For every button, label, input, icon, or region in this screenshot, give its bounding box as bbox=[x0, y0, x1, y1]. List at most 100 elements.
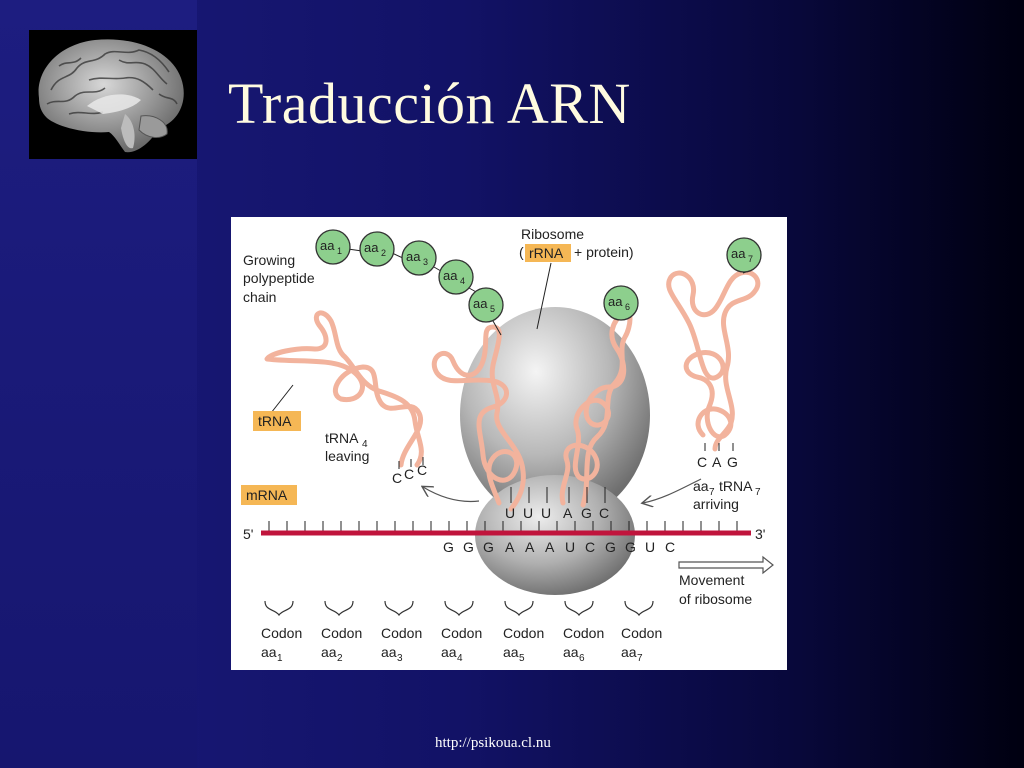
mrna-base-10: G bbox=[625, 539, 636, 555]
mrna-base-12: C bbox=[665, 539, 675, 555]
mrna-label-box bbox=[241, 485, 297, 505]
codon-7-aa: aa bbox=[621, 644, 637, 660]
codon-3-sub: 3 bbox=[397, 653, 403, 664]
aa4-label: aa bbox=[443, 268, 458, 283]
trna-a-site-strand bbox=[559, 309, 633, 508]
aa6-sub: 6 bbox=[625, 302, 630, 312]
movement-arrow bbox=[678, 555, 774, 575]
arriving-arrow bbox=[643, 478, 702, 503]
codon-6-aa: aa bbox=[563, 644, 579, 660]
growing-label-line2: polypeptide bbox=[243, 270, 315, 286]
movement-label-line1: Movement bbox=[679, 572, 744, 588]
protein-label: + protein) bbox=[574, 244, 634, 260]
aa6-label: aa bbox=[608, 294, 623, 309]
codon-7-sub: 7 bbox=[637, 653, 643, 664]
anticodon-3: U bbox=[541, 505, 551, 521]
three-prime-label: 3' bbox=[755, 526, 765, 542]
codon-5-sub: 5 bbox=[519, 653, 525, 664]
cag-2: A bbox=[712, 454, 722, 470]
trna-strands bbox=[264, 269, 761, 512]
aa7-trna7-aa-sub: 7 bbox=[709, 487, 715, 498]
page-title: Traducción ARN bbox=[228, 71, 631, 136]
ccc-3: C bbox=[417, 462, 427, 478]
aa5-sub: 5 bbox=[490, 304, 495, 314]
amino-acid-aa4: aa 4 bbox=[438, 259, 474, 295]
amino-acid-aa6: aa 6 bbox=[603, 285, 639, 321]
ccc-ticks bbox=[398, 457, 424, 469]
mrna-label: mRNA bbox=[246, 487, 288, 503]
ccc-2: C bbox=[404, 466, 414, 482]
codon-6-sub: 6 bbox=[579, 653, 585, 664]
ribosome-large-subunit bbox=[460, 307, 650, 523]
aa1-sub: 1 bbox=[337, 246, 342, 256]
aa2-sub: 2 bbox=[381, 248, 386, 258]
aa7-trna7-arriving: arriving bbox=[693, 496, 739, 512]
codon-2: Codon aa 2 bbox=[321, 625, 362, 664]
cag-ticks bbox=[704, 443, 734, 451]
footer-url: http://psikoua.cl.nu bbox=[435, 735, 551, 751]
cag-3: G bbox=[727, 454, 738, 470]
rrna-open-paren: ( bbox=[519, 244, 524, 260]
codon-3: Codon aa 3 bbox=[381, 625, 422, 664]
anticodon-5: G bbox=[581, 505, 592, 521]
amino-acid-aa3: aa 3 bbox=[401, 240, 437, 276]
codon-7-word: Codon bbox=[621, 625, 662, 641]
trna-pointer-line bbox=[270, 384, 294, 414]
mrna-base-1: G bbox=[443, 539, 454, 555]
codon-7: Codon aa 7 bbox=[621, 625, 662, 664]
codon-5-aa: aa bbox=[503, 644, 519, 660]
trna-label: tRNA bbox=[258, 413, 292, 429]
codon-3-word: Codon bbox=[381, 625, 422, 641]
codon-1-word: Codon bbox=[261, 625, 302, 641]
mrna-base-11: U bbox=[645, 539, 655, 555]
mrna-base-7: U bbox=[565, 539, 575, 555]
anticodon-4: A bbox=[563, 505, 573, 521]
movement-label-line2: of ribosome bbox=[679, 591, 752, 607]
codon-4-sub: 4 bbox=[457, 653, 463, 664]
aa1-label: aa bbox=[320, 238, 335, 253]
codon-2-word: Codon bbox=[321, 625, 362, 641]
aa5-label: aa bbox=[473, 296, 488, 311]
codon-1-aa: aa bbox=[261, 644, 277, 660]
mrna-base-4: A bbox=[505, 539, 515, 555]
ribosome-label: Ribosome bbox=[521, 226, 584, 242]
aa4-sub: 4 bbox=[460, 276, 465, 286]
codon-braces bbox=[264, 600, 654, 617]
trna-arriving-strand bbox=[666, 269, 761, 452]
growing-label-line3: chain bbox=[243, 289, 276, 305]
codon-1: Codon aa 1 bbox=[261, 625, 302, 664]
amino-acid-aa5: aa 5 bbox=[468, 287, 504, 323]
codon-5: Codon aa 5 bbox=[503, 625, 544, 664]
growing-label-line1: Growing bbox=[243, 252, 295, 268]
amino-acid-aa2: aa 2 bbox=[359, 231, 395, 267]
codon-1-sub: 1 bbox=[277, 653, 283, 664]
aa7-trna7-trna-sub: 7 bbox=[755, 487, 761, 498]
mrna-base-3: G bbox=[483, 539, 494, 555]
rrna-label-box bbox=[525, 244, 571, 262]
trna4-leaving: leaving bbox=[325, 448, 369, 464]
aa3-sub: 3 bbox=[423, 257, 428, 267]
leaving-arrow bbox=[423, 487, 480, 503]
codon-6: Codon aa 6 bbox=[563, 625, 604, 664]
mrna-base-5: A bbox=[525, 539, 535, 555]
cag-1: C bbox=[697, 454, 707, 470]
rrna-label: rRNA bbox=[529, 245, 564, 261]
aa7-trna7-aa: aa bbox=[693, 478, 709, 494]
aa7-label: aa bbox=[731, 246, 746, 261]
codon-3-aa: aa bbox=[381, 644, 397, 660]
brain-icon bbox=[38, 39, 184, 153]
brain-image bbox=[29, 30, 197, 159]
anticodon-2: U bbox=[523, 505, 533, 521]
trna-p-site-strand bbox=[431, 324, 526, 512]
mrna-base-2: G bbox=[463, 539, 474, 555]
trna4-sub: 4 bbox=[362, 439, 368, 450]
aa2-label: aa bbox=[364, 240, 379, 255]
trna4-label: tRNA bbox=[325, 430, 359, 446]
mrna-base-8: C bbox=[585, 539, 595, 555]
amino-acid-aa7: aa 7 bbox=[726, 237, 762, 273]
codon-4-word: Codon bbox=[441, 625, 482, 641]
ribosome-pointer-line bbox=[536, 262, 552, 330]
codon-5-word: Codon bbox=[503, 625, 544, 641]
aa3-label: aa bbox=[406, 249, 421, 264]
